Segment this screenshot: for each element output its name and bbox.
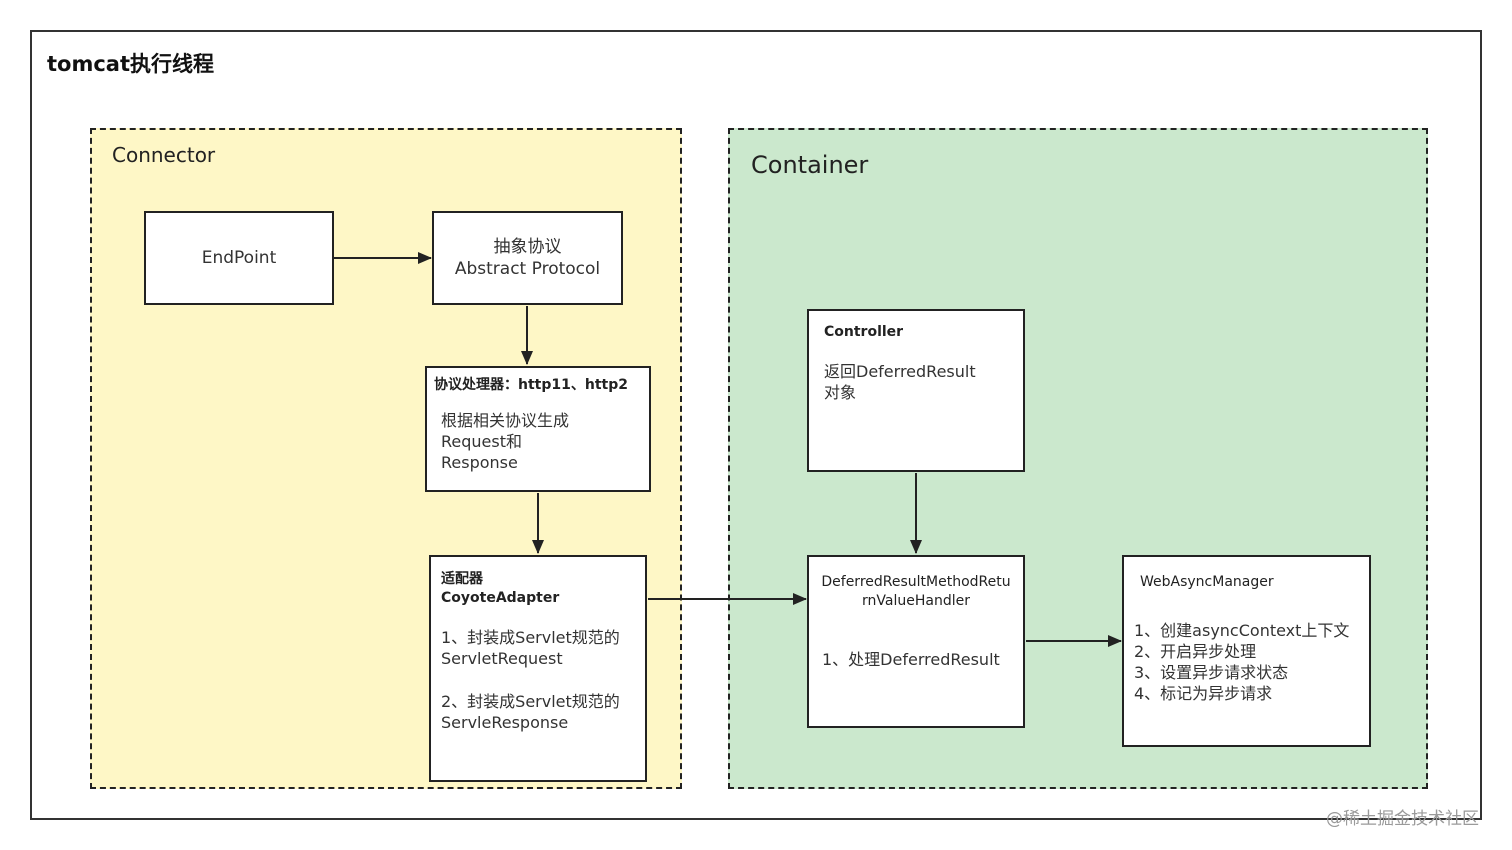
tomcat-thread-frame [30,30,1482,820]
processor-body: 根据相关协议生成 Request和 Response [441,410,569,473]
controller-box: Controller 返回DeferredResult 对象 [807,309,1025,472]
controller-body: 返回DeferredResult 对象 [824,361,976,403]
controller-body-line: 对象 [824,383,857,402]
processor-header: 协议处理器：http11、http2 [434,377,628,393]
endpoint-box: EndPoint [144,211,334,305]
abstract-protocol-box: 抽象协议 Abstract Protocol [432,211,623,305]
deferred-result-handler-box: DeferredResultMethodRetu rnValueHandler … [807,555,1025,728]
handler-header: DeferredResultMethodRetu rnValueHandler [809,573,1023,611]
adapter-item-line: 1、封装成Servlet规范的 [441,628,620,647]
processor-body-line: Response [441,453,518,472]
web-async-manager-items: 1、创建asyncContext上下文 2、开启异步处理 3、设置异步请求状态 … [1134,620,1349,704]
endpoint-label: EndPoint [201,248,277,268]
adapter-item-line: ServleResponse [441,713,569,732]
handler-header-line: DeferredResultMethodRetu [821,574,1011,590]
web-async-manager-item: 3、设置异步请求状态 [1134,663,1289,682]
adapter-item-line: ServletRequest [441,649,563,668]
abstract-protocol-cn: 抽象协议 [493,237,562,257]
web-async-manager-item: 1、创建asyncContext上下文 [1134,621,1350,640]
handler-header-line: rnValueHandler [862,593,970,609]
controller-header: Controller [824,324,904,340]
adapter-header-cn: 适配器 [441,571,483,587]
adapter-item-2: 2、封装成Servlet规范的 ServleResponse [441,691,620,733]
coyote-adapter-box: 适配器 CoyoteAdapter 1、封装成Servlet规范的 Servle… [429,555,647,782]
diagram-title: tomcat执行线程 [47,52,215,76]
controller-body-line: 返回DeferredResult [824,362,976,381]
adapter-item-line: 2、封装成Servlet规范的 [441,692,620,711]
adapter-header-en: CoyoteAdapter [441,590,560,606]
web-async-manager-item: 2、开启异步处理 [1134,642,1257,661]
web-async-manager-box: WebAsyncManager 1、创建asyncContext上下文 2、开启… [1122,555,1371,747]
processor-body-line: 根据相关协议生成 [441,411,570,430]
adapter-item-1: 1、封装成Servlet规范的 ServletRequest [441,627,620,669]
processor-body-line: Request和 [441,432,522,451]
web-async-manager-item: 4、标记为异步请求 [1134,684,1273,703]
adapter-header: 适配器 CoyoteAdapter [441,570,559,608]
handler-body: 1、处理DeferredResult [822,650,1000,669]
watermark: @稀土掘金技术社区 [1326,809,1479,829]
web-async-manager-header: WebAsyncManager [1140,574,1274,590]
abstract-protocol-en: Abstract Protocol [454,259,601,279]
protocol-processor-box: 协议处理器：http11、http2 根据相关协议生成 Request和 Res… [425,366,651,492]
connector-label: Connector [112,143,216,167]
container-label: Container [751,151,869,179]
